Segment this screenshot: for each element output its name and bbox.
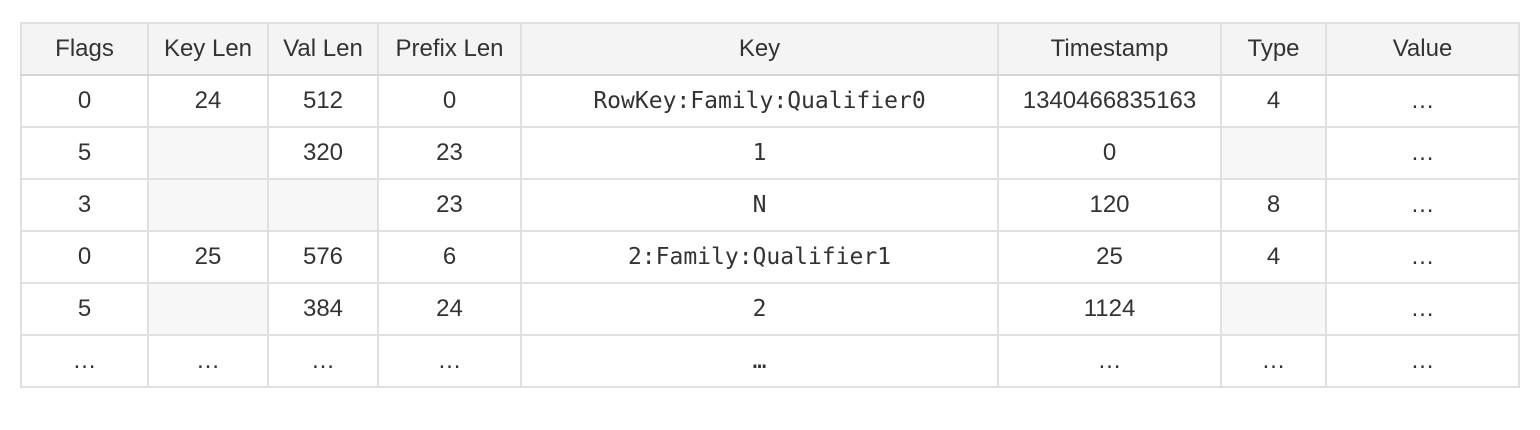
cell-flags: 3 xyxy=(20,178,149,232)
cell-val-len: … xyxy=(267,334,379,388)
cell-key-len-empty xyxy=(147,178,269,232)
cell-val-len: 384 xyxy=(267,282,379,336)
cell-type-empty xyxy=(1220,126,1327,180)
cell-val-len: 512 xyxy=(267,74,379,128)
cell-value: … xyxy=(1325,282,1520,336)
cell-timestamp: 1124 xyxy=(997,282,1222,336)
cell-timestamp: … xyxy=(997,334,1222,388)
header-prefix-len: Prefix Len xyxy=(377,22,522,76)
cell-val-len-empty xyxy=(267,178,379,232)
cell-key-len: 25 xyxy=(147,230,269,284)
header-key: Key xyxy=(520,22,999,76)
cell-value: … xyxy=(1325,230,1520,284)
cell-val-len: 320 xyxy=(267,126,379,180)
cell-timestamp: 25 xyxy=(997,230,1222,284)
cell-key: N xyxy=(520,178,999,232)
cell-flags: … xyxy=(20,334,149,388)
cell-key-len: … xyxy=(147,334,269,388)
header-val-len: Val Len xyxy=(267,22,379,76)
cell-type-empty xyxy=(1220,282,1327,336)
cell-type: 8 xyxy=(1220,178,1327,232)
cell-type: 4 xyxy=(1220,74,1327,128)
cell-timestamp: 1340466835163 xyxy=(997,74,1222,128)
cell-key: RowKey:Family:Qualifier0 xyxy=(520,74,999,128)
cell-prefix-len: 24 xyxy=(377,282,522,336)
cell-prefix-len: 23 xyxy=(377,126,522,180)
header-type: Type xyxy=(1220,22,1327,76)
cell-val-len: 576 xyxy=(267,230,379,284)
header-flags: Flags xyxy=(20,22,149,76)
cell-timestamp: 0 xyxy=(997,126,1222,180)
header-timestamp: Timestamp xyxy=(997,22,1222,76)
cell-prefix-len: 23 xyxy=(377,178,522,232)
cell-value: … xyxy=(1325,74,1520,128)
cell-key: 2 xyxy=(520,282,999,336)
cell-key-len-empty xyxy=(147,126,269,180)
header-value: Value xyxy=(1325,22,1520,76)
cell-prefix-len: … xyxy=(377,334,522,388)
header-key-len: Key Len xyxy=(147,22,269,76)
cell-timestamp: 120 xyxy=(997,178,1222,232)
cell-key: 2:Family:Qualifier1 xyxy=(520,230,999,284)
cell-flags: 0 xyxy=(20,74,149,128)
cell-value: … xyxy=(1325,178,1520,232)
cell-type: 4 xyxy=(1220,230,1327,284)
cell-key-len: 24 xyxy=(147,74,269,128)
cell-value: … xyxy=(1325,126,1520,180)
cell-value: … xyxy=(1325,334,1520,388)
table-row: …………………… xyxy=(20,334,1520,388)
cell-key: … xyxy=(520,334,999,388)
cell-prefix-len: 0 xyxy=(377,74,522,128)
cell-prefix-len: 6 xyxy=(377,230,522,284)
cell-key: 1 xyxy=(520,126,999,180)
cell-flags: 5 xyxy=(20,126,149,180)
cell-flags: 5 xyxy=(20,282,149,336)
cell-flags: 0 xyxy=(20,230,149,284)
cell-type: … xyxy=(1220,334,1327,388)
cell-key-len-empty xyxy=(147,282,269,336)
